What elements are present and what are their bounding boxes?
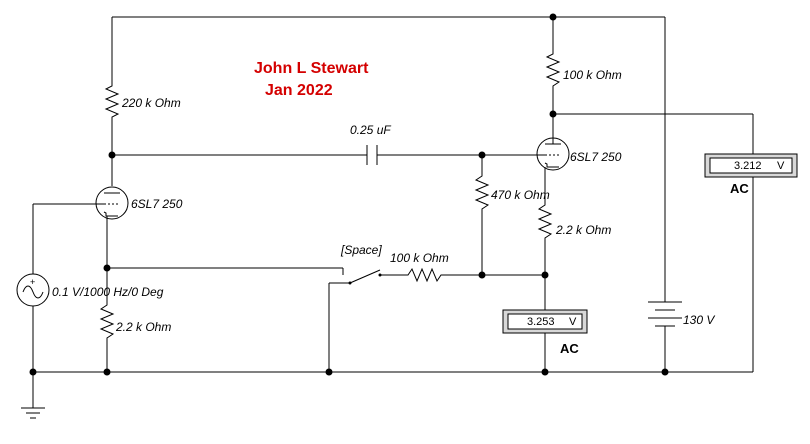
junction-node [29,368,37,376]
wires [32,16,754,408]
tube-input-label: 6SL7 250 [131,197,183,211]
junction-node [103,264,111,272]
resistor-2-2k-output-label: 2.2 k Ohm [555,223,611,237]
resistor-220k[interactable] [104,82,120,123]
voltmeter-plate-unit: V [777,160,785,172]
resistor-2-2k-input-label: 2.2 k Ohm [115,320,171,334]
junction-node [549,110,557,118]
junction-nodes [29,13,669,376]
junction-node [661,368,669,376]
date-label: Jan 2022 [265,82,333,99]
junction-node [325,368,333,376]
resistor-100k-feedback[interactable] [404,267,444,283]
resistor-470k-label: 470 k Ohm [491,188,550,202]
junction-node [541,271,549,279]
voltmeter-cathode-mode: AC [560,341,579,356]
capacitor[interactable] [366,145,378,165]
junction-node [541,368,549,376]
voltmeter-plate[interactable] [704,153,798,178]
resistor-2-2k-input[interactable] [99,300,115,346]
tube-input[interactable] [95,186,129,220]
resistor-220k-label: 220 k Ohm [121,96,181,110]
resistor-2-2k-output[interactable] [537,198,553,245]
ac-source[interactable]: + [16,273,50,307]
switch-key-label: [Space] [340,243,382,257]
voltmeter-cathode-value: 3.253 [527,316,555,328]
resistor-470k[interactable] [474,172,490,215]
voltmeter-cathode[interactable] [502,309,588,334]
battery[interactable] [648,301,682,330]
junction-node [478,151,486,159]
resistor-100k-feedback-label: 100 k Ohm [390,251,449,265]
resistor-100k-plate-label: 100 k Ohm [563,68,622,82]
junction-node [549,13,557,21]
voltmeter-plate-value: 3.212 [734,160,762,172]
junction-node [103,368,111,376]
junction-node [478,271,486,279]
resistor-100k-plate[interactable] [545,50,561,93]
feedback-switch[interactable] [342,268,382,285]
voltmeter-cathode-unit: V [569,316,577,328]
battery-label: 130 V [683,313,715,327]
junction-node [108,151,116,159]
capacitor-label: 0.25 uF [350,123,391,137]
tube-output-label: 6SL7 250 [570,150,622,164]
svg-text:+: + [30,277,35,287]
ac-source-label: 0.1 V/1000 Hz/0 Deg [52,285,164,299]
author-label: John L Stewart [254,60,369,77]
ground-icon [21,407,45,419]
voltmeter-plate-mode: AC [730,181,749,196]
tube-output[interactable] [536,137,570,171]
